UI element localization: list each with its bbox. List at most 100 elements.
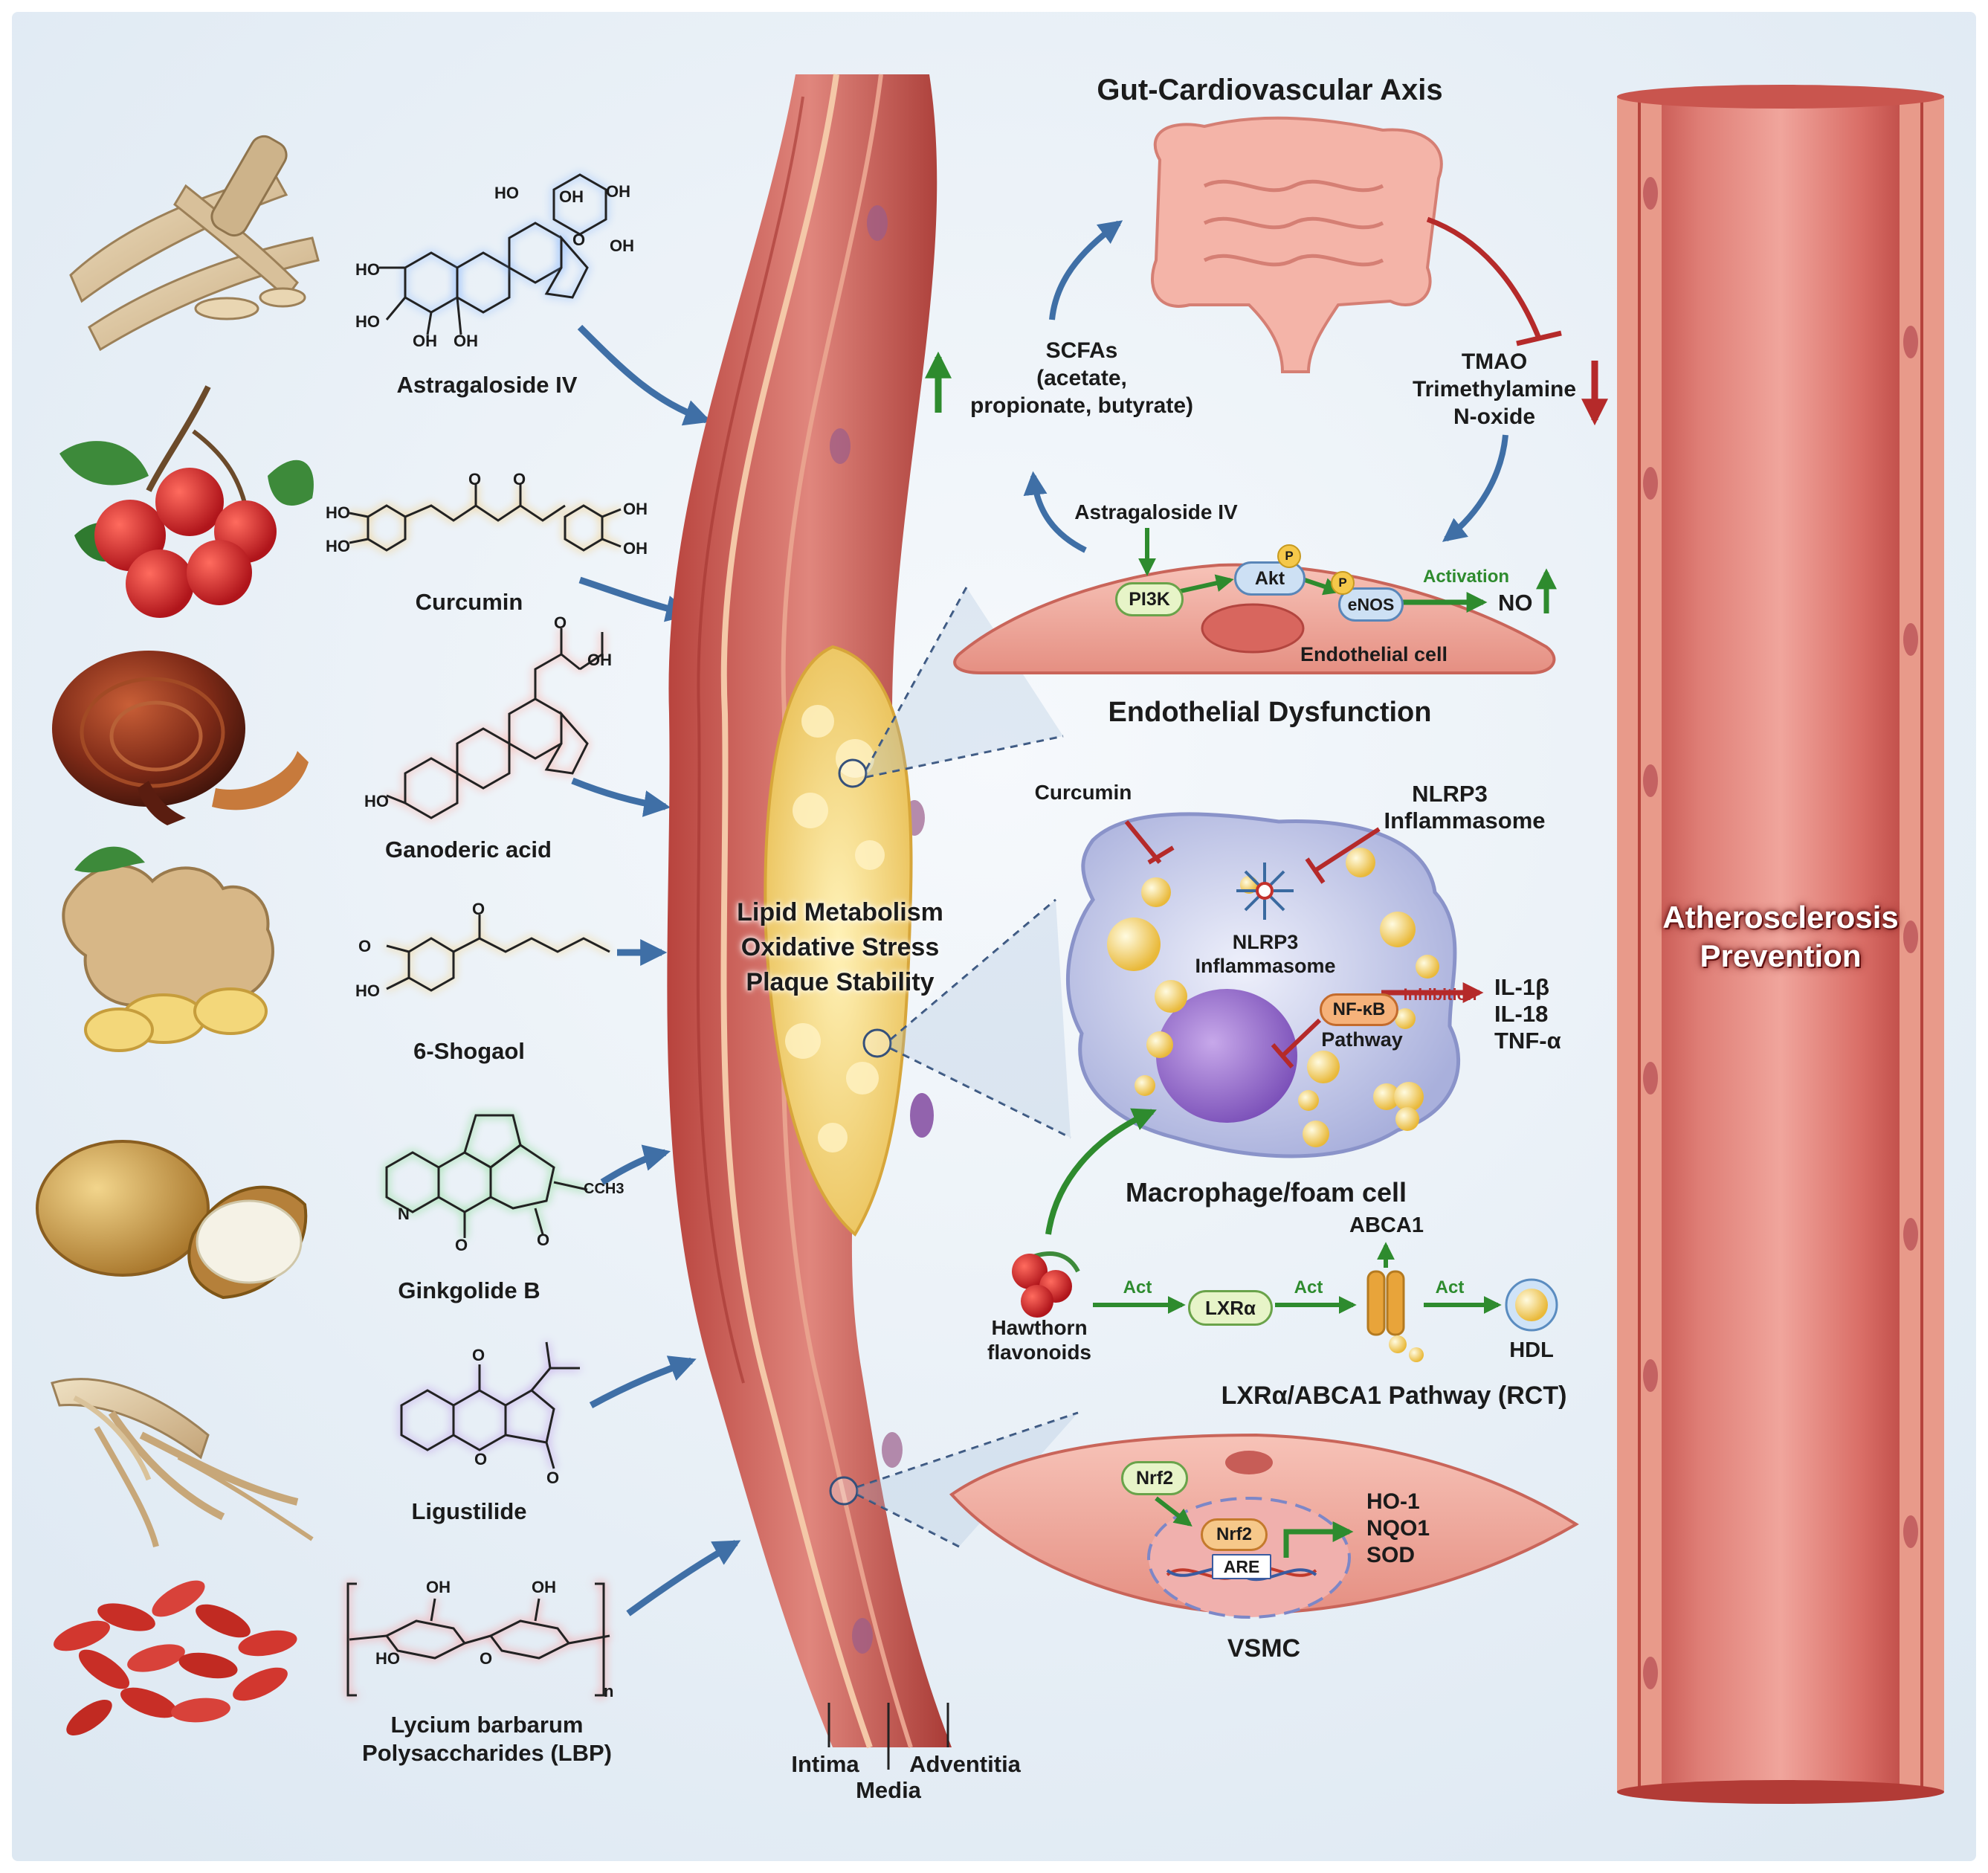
act-label-3: Act <box>1435 1277 1465 1297</box>
compound-label-shogaol: 6-Shogaol <box>413 1038 525 1064</box>
atom-label: HO <box>355 312 380 331</box>
hawthorn-to-macrophage-arrow <box>1045 1108 1157 1235</box>
reishi-mushroom-icon <box>52 651 309 825</box>
layer-label-intima: Intima <box>791 1751 859 1777</box>
macrophage-title: Macrophage/foam cell <box>1125 1177 1407 1208</box>
atom-label: OH <box>623 500 648 518</box>
act-label-1: Act <box>1123 1277 1152 1297</box>
gene-ho1: HO-1 <box>1366 1489 1420 1514</box>
atom-label: OH <box>413 332 437 350</box>
lxra-node: LXRα <box>1188 1290 1273 1326</box>
nlrp3-inflammasome-icon <box>1236 863 1294 920</box>
gut-cycle-arrow-up <box>1049 220 1123 320</box>
outcome-label-atherosclerosis: Atherosclerosis <box>1662 900 1899 935</box>
vsmc-zoom-beam <box>857 1413 1078 1547</box>
nfkb-inhibit-line <box>1280 1018 1322 1058</box>
pi3k-to-akt-arrow <box>1180 574 1234 593</box>
vsmc-title: VSMC <box>1227 1634 1301 1663</box>
hawthorn-berry-icon <box>59 385 314 618</box>
pi3k-node: PI3K <box>1115 582 1184 616</box>
curcumin-inhibitor-label: Curcumin <box>1034 781 1132 804</box>
atom-label: OH <box>454 332 478 350</box>
abca1-transporter-icon <box>1366 1270 1424 1362</box>
nlrp3-top-label: NLRP3 <box>1412 781 1488 807</box>
hawthorn-label: Hawthorn <box>991 1316 1088 1339</box>
atom-label: O <box>474 1450 488 1469</box>
compound-label-curcumin: Curcumin <box>415 589 523 615</box>
endothelial-title: Endothelial Dysfunction <box>1108 697 1432 728</box>
zoom-callouts <box>829 587 1079 1548</box>
nrf2-translocation-arrow <box>1155 1496 1193 1527</box>
gene-sod: SOD <box>1366 1543 1416 1567</box>
ginkgolide-structure <box>385 1114 588 1238</box>
nrf2-cytoplasm-node: Nrf2 <box>1121 1461 1188 1495</box>
goji-berries-icon <box>54 1580 297 1736</box>
atom-label: OH <box>587 651 612 669</box>
atom-label: OH <box>606 182 630 201</box>
nlrp3-inhibit-line <box>1314 827 1381 872</box>
endothelial-input-label: Astragaloside IV <box>1074 500 1238 523</box>
cytokine-tnfa: TNF-α <box>1494 1028 1561 1054</box>
inhibition-label: Inhibition <box>1403 985 1477 1004</box>
no-label: NO <box>1498 590 1533 616</box>
atom-label: O <box>472 900 485 918</box>
plaque-label-stability: Plaque Stability <box>746 968 935 996</box>
shogaol-structure <box>386 915 610 992</box>
compound-label-lbp-line2: Polysaccharides (LBP) <box>362 1740 612 1766</box>
ligusticum-root-icon <box>51 1378 314 1547</box>
atom-label: O <box>455 1236 468 1254</box>
atom-label: O <box>513 470 526 489</box>
nfkb-pathway-label: Pathway <box>1321 1028 1403 1051</box>
layer-pointers <box>827 1703 949 1770</box>
atom-label: OH <box>610 236 634 255</box>
atom-label: O <box>480 1649 493 1668</box>
atom-label: O <box>472 1346 485 1364</box>
nlrp3-inner-sub: Inflammasome <box>1195 955 1336 977</box>
astragalus-root-icon <box>69 135 320 352</box>
curcumin-structure <box>349 483 622 552</box>
endothelial-cell-label: Endothelial cell <box>1300 643 1448 665</box>
intestine-icon <box>1151 116 1443 373</box>
endothelial-zoom-beam <box>866 587 1063 777</box>
atom-label: O <box>572 231 586 249</box>
atom-label: O <box>468 470 482 489</box>
nlrp3-top-sub: Inflammasome <box>1384 807 1546 834</box>
ginkgo-nut-icon <box>36 1140 308 1300</box>
ligustilide-structure <box>400 1341 580 1469</box>
hdl-particle-icon <box>1505 1278 1558 1332</box>
lipid-plaque <box>764 645 913 1237</box>
artery-tube <box>1617 85 1944 1804</box>
atom-label: OH <box>559 187 584 206</box>
gut-inhibit-tmao <box>1426 216 1542 340</box>
plaque-label-lipid: Lipid Metabolism <box>737 898 943 926</box>
cytokine-il18: IL-18 <box>1494 1001 1549 1027</box>
are-transcription-arrow <box>1283 1521 1354 1558</box>
gut-axis-title: Gut-Cardiovascular Axis <box>1097 74 1443 106</box>
atom-label: n <box>604 1682 614 1700</box>
compound-label-lbp-line1: Lycium barbarum <box>390 1712 584 1738</box>
cytokine-il1b: IL-1β <box>1494 974 1550 1000</box>
atom-label: OH <box>623 539 648 558</box>
atom-label: O <box>358 937 372 955</box>
atom-label: O <box>554 613 567 632</box>
macrophage-zoom-beam <box>891 900 1071 1138</box>
compound-label-ganoderic: Ganoderic acid <box>385 836 552 863</box>
nrf2-nuclear-node: Nrf2 <box>1201 1518 1268 1551</box>
tmao-sub2: N-oxide <box>1453 404 1536 429</box>
enos-phospho-badge: P <box>1331 571 1355 595</box>
scfa-sub2: propionate, butyrate) <box>969 393 1194 418</box>
atom-label: CCH3 <box>584 1181 625 1197</box>
ginger-root-icon <box>62 846 274 1052</box>
lipid-droplet <box>1395 1107 1419 1131</box>
layer-label-media: Media <box>856 1777 921 1803</box>
curcumin-inhibit-line <box>1124 820 1162 864</box>
are-element: ARE <box>1212 1554 1271 1579</box>
layer-label-adventitia: Adventitia <box>909 1751 1021 1777</box>
akt-phospho-badge: P <box>1277 544 1301 568</box>
atom-label: HO <box>494 184 519 202</box>
activation-label: Activation <box>1422 567 1510 587</box>
atom-label: OH <box>426 1578 451 1596</box>
tmao-label: TMAO <box>1461 349 1528 374</box>
nfkb-node: NF-κB <box>1320 993 1398 1026</box>
